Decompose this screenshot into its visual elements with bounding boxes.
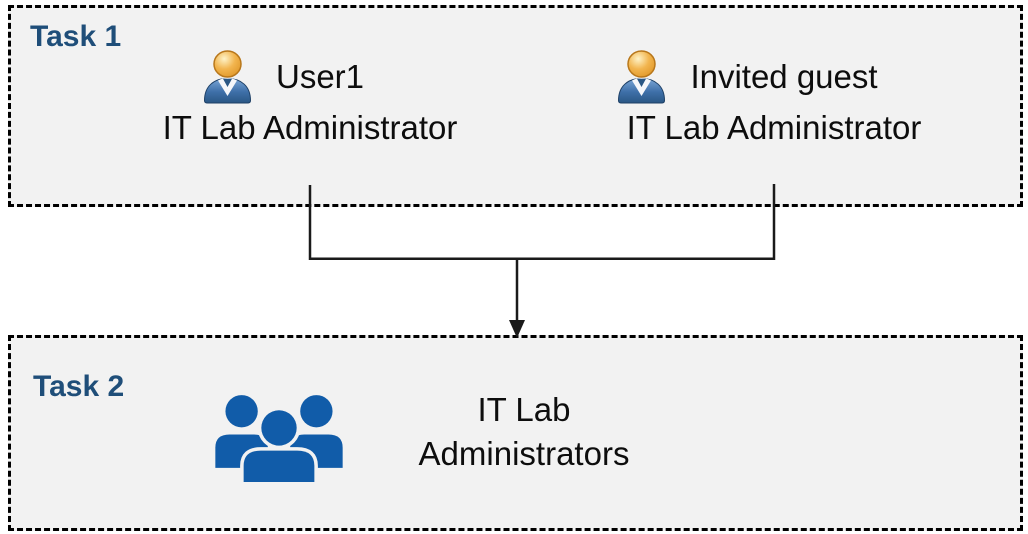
person-user1: User1 IT Lab Administrator — [130, 49, 490, 147]
task1-label: Task 1 — [30, 20, 122, 53]
person-user1-top-row: User1 — [200, 49, 364, 105]
group-name: IT Lab Administrators — [418, 391, 630, 472]
user-group-icon-wrap — [208, 389, 350, 491]
single-user-icon — [618, 50, 666, 104]
single-user-icon — [203, 50, 251, 104]
person-user1-role: IT Lab Administrator — [162, 109, 458, 146]
person-invited-guest-name: Invited guest — [690, 58, 878, 95]
task2-box: Task 2 IT Lab Administrators — [8, 335, 1023, 531]
person-invited-guest: Invited guest IT Lab Administrator — [594, 49, 954, 147]
user-group-icon — [215, 395, 343, 486]
person-invited-guest-role: IT Lab Administrator — [626, 109, 922, 146]
person-user1-name: User1 — [275, 58, 365, 95]
person-invited-guest-top-row: Invited guest — [614, 49, 878, 105]
task1-box: Task 1 User1 IT Lab Administrator — [8, 5, 1023, 207]
task2-label: Task 2 — [33, 370, 125, 403]
